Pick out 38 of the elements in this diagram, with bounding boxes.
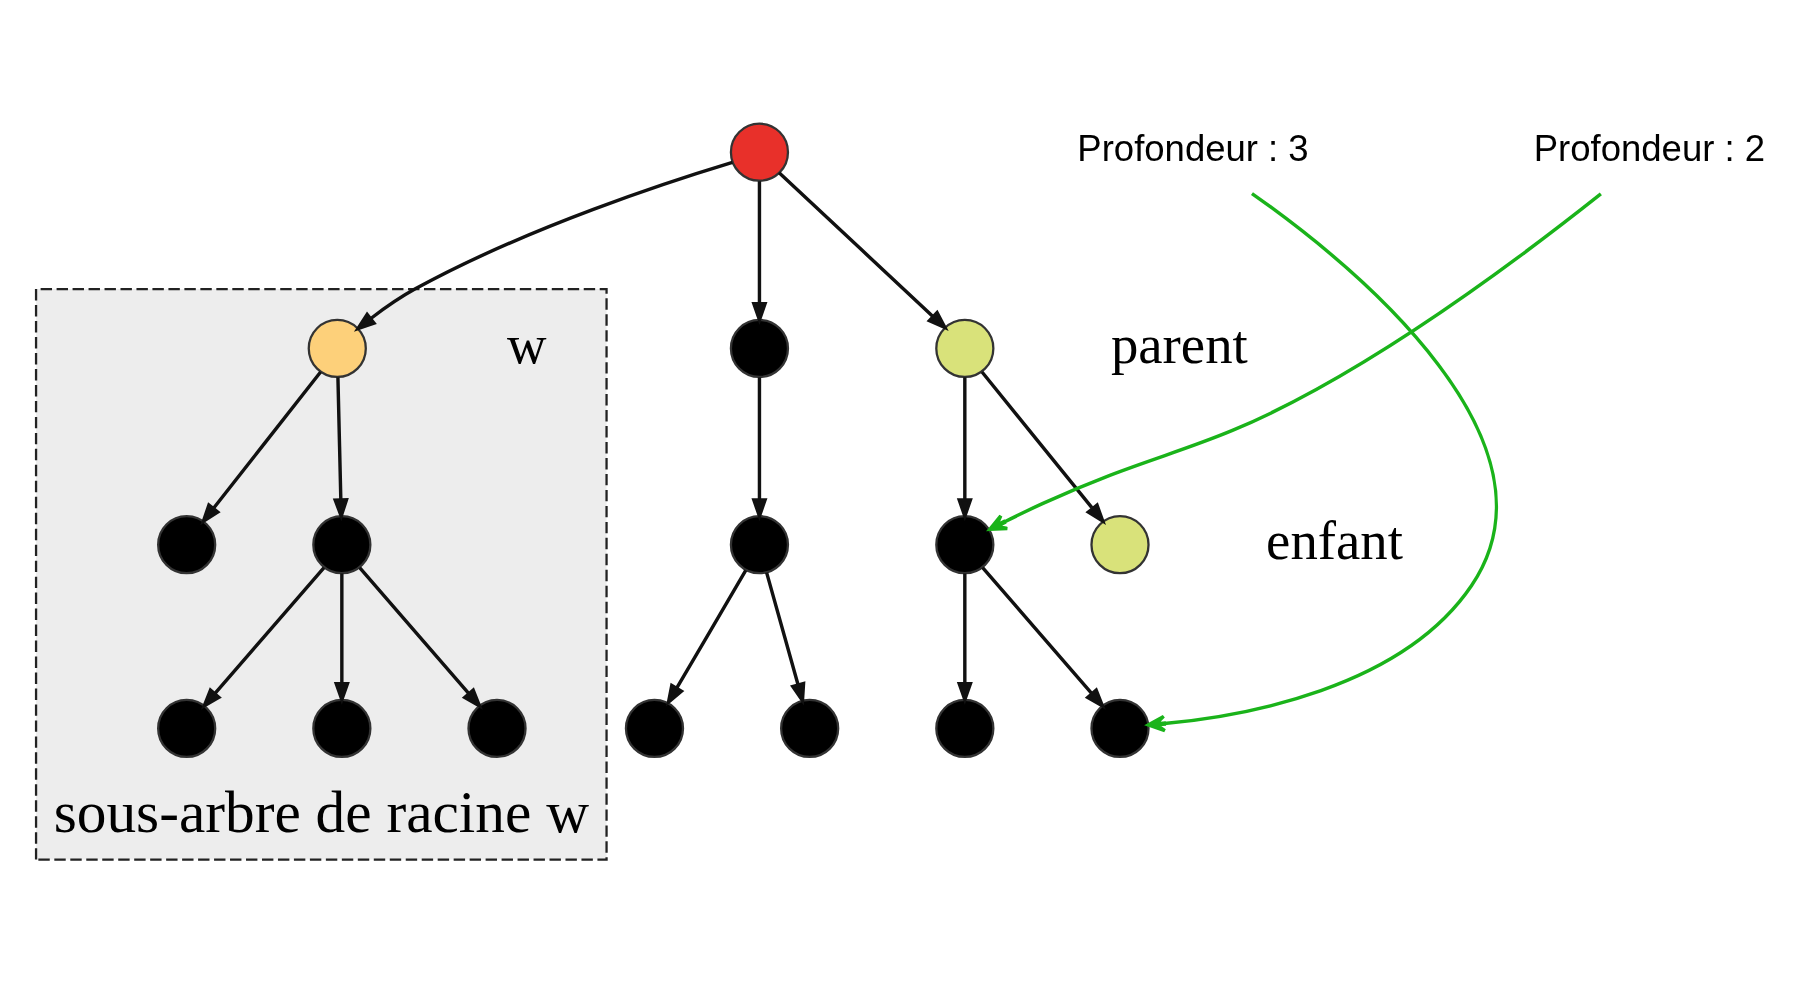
arrow xyxy=(956,573,973,705)
node-circle xyxy=(729,122,790,182)
arrow xyxy=(353,160,733,332)
node-text: Profondeur : 3 xyxy=(1077,127,1309,169)
arrow xyxy=(200,370,322,526)
node-circle xyxy=(935,698,995,759)
node-circle xyxy=(307,318,367,379)
node-text: Profondeur : 2 xyxy=(1533,127,1766,169)
node-circle xyxy=(935,318,995,379)
arrow xyxy=(751,181,768,325)
node-circle xyxy=(157,515,217,575)
node-circle xyxy=(157,698,217,759)
arrow xyxy=(956,377,973,522)
node-circle xyxy=(312,698,372,759)
arrow xyxy=(358,566,483,710)
arrow xyxy=(981,566,1106,710)
node-label: parent xyxy=(1110,313,1248,375)
arrow xyxy=(777,171,949,332)
node-circle xyxy=(729,318,790,379)
arrow xyxy=(665,569,748,707)
arrow xyxy=(765,572,806,706)
node-circle xyxy=(467,698,527,759)
node-circle xyxy=(935,515,995,575)
arrow xyxy=(980,370,1106,526)
node-circle xyxy=(312,515,372,575)
node-circle xyxy=(624,698,685,759)
arrow xyxy=(332,377,349,522)
node-circle xyxy=(1090,698,1150,759)
arrow xyxy=(200,566,326,710)
node-label: enfant xyxy=(1266,509,1403,571)
arrow xyxy=(751,377,768,522)
node-label: w xyxy=(506,313,547,375)
arrow xyxy=(1146,192,1498,733)
node-circle xyxy=(729,515,790,575)
arrow xyxy=(333,573,350,705)
arrow xyxy=(988,192,1602,532)
node-circle xyxy=(780,698,840,759)
node-circle xyxy=(1090,515,1150,575)
